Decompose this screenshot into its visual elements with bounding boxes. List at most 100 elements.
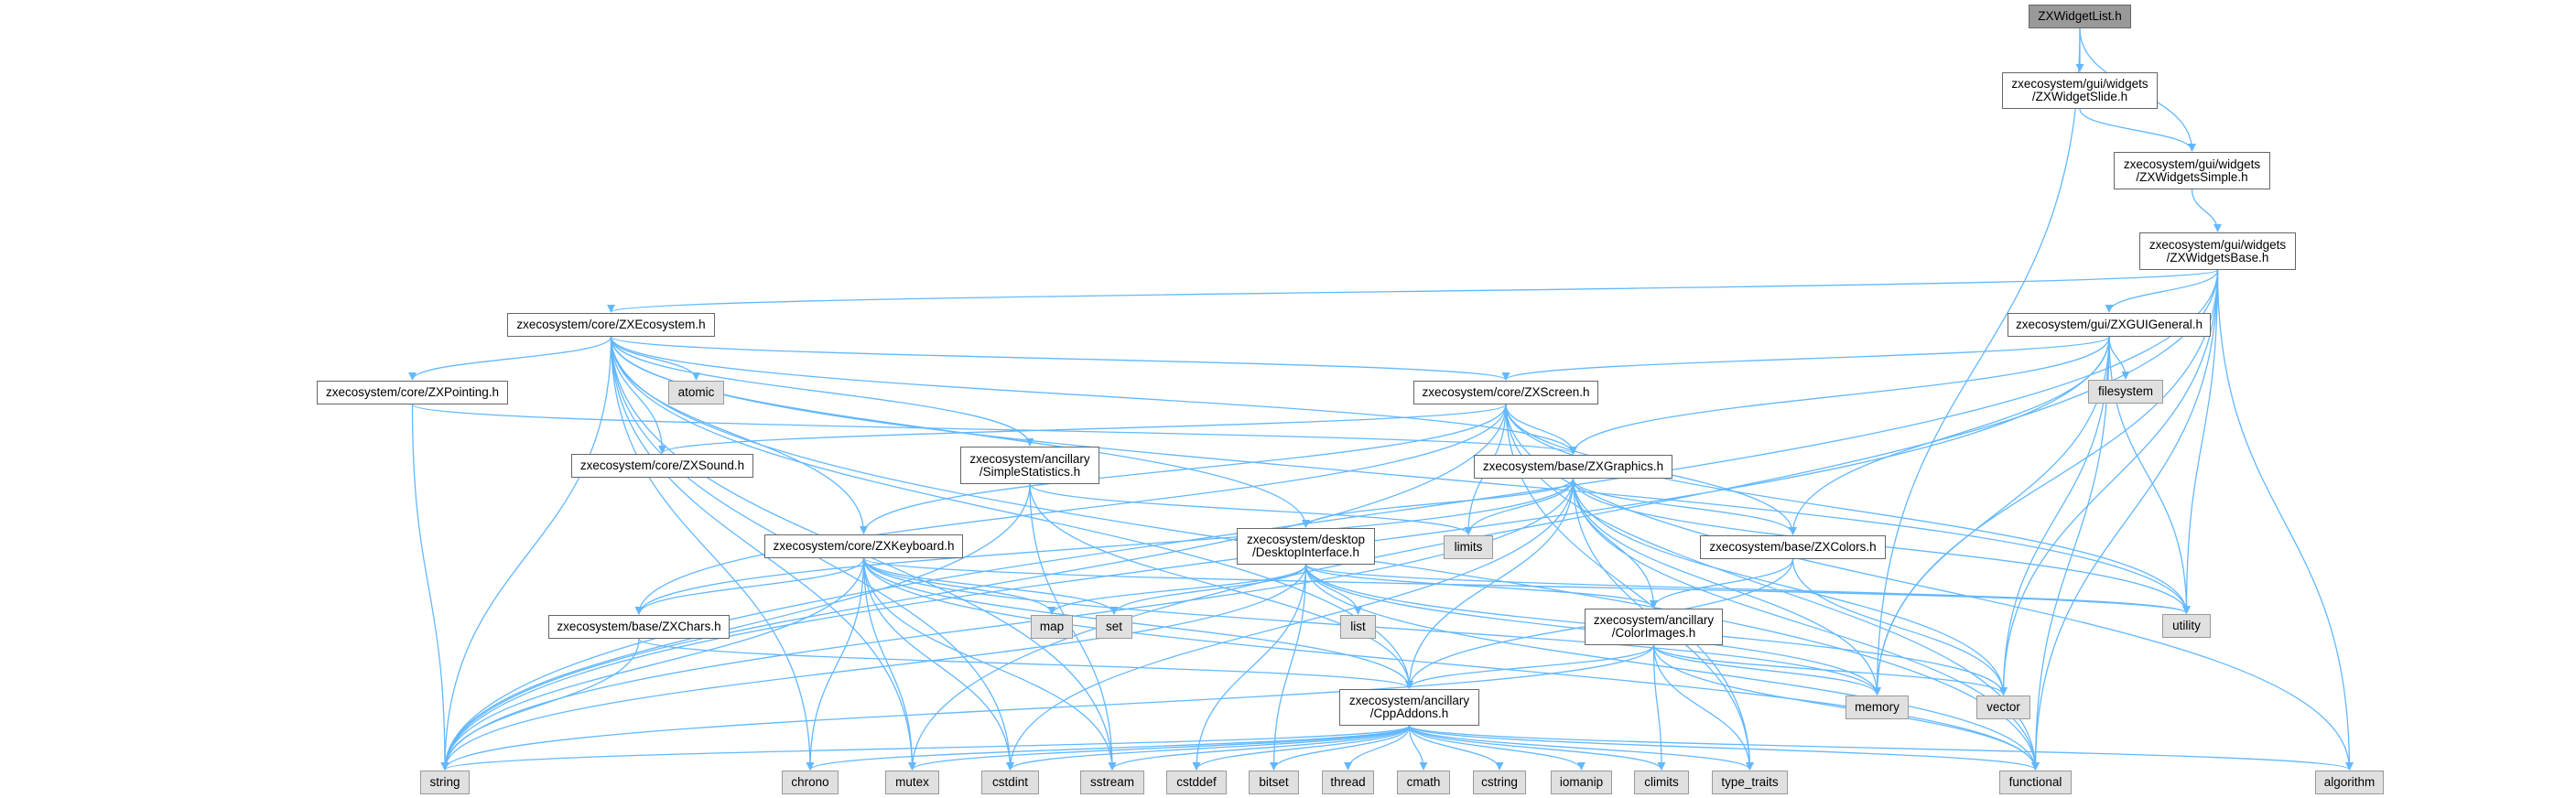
node-desktop[interactable]: zxecosystem/desktop /DesktopInterface.h	[1237, 528, 1375, 565]
node-limits[interactable]: limits	[1444, 535, 1493, 559]
node-bitset[interactable]: bitset	[1249, 771, 1299, 794]
edge-ecosystem-to-string	[440, 336, 612, 771]
edge-keyboard-to-string	[440, 557, 865, 771]
edge-keyboard-to-functional	[862, 557, 2040, 771]
edge-screen-to-graphics	[1505, 404, 1578, 455]
node-vector[interactable]: vector	[1976, 696, 2030, 719]
edge-guigeneral-to-utility	[2108, 336, 2192, 614]
node-string[interactable]: string	[420, 771, 470, 794]
edge-cppaddons-to-cstring	[1408, 725, 1504, 771]
node-guigeneral[interactable]: zxecosystem/gui/ZXGUIGeneral.h	[2008, 313, 2211, 337]
node-chars[interactable]: zxecosystem/base/ZXChars.h	[548, 615, 730, 639]
node-keyboard[interactable]: zxecosystem/core/ZXKeyboard.h	[764, 534, 963, 558]
edge-keyboard-to-sstream	[862, 557, 1117, 771]
edge-simplestats-to-string	[440, 483, 1031, 771]
node-slide[interactable]: zxecosystem/gui/widgets /ZXWidgetSlide.h	[2002, 72, 2158, 109]
edge-colorimages-to-type_traits	[1652, 644, 1755, 771]
node-base[interactable]: zxecosystem/gui/widgets /ZXWidgetsBase.h	[2139, 232, 2296, 270]
edge-guigeneral-to-graphics	[1569, 336, 2110, 455]
edge-cppaddons-to-type_traits	[1408, 725, 1754, 771]
node-filesystem[interactable]: filesystem	[2088, 380, 2163, 404]
edge-ecosystem-to-atomic	[610, 336, 701, 381]
edge-cppaddons-to-climits	[1408, 725, 1666, 771]
node-ecosystem[interactable]: zxecosystem/core/ZXEcosystem.h	[507, 313, 715, 337]
node-utility[interactable]: utility	[2162, 614, 2211, 638]
node-root[interactable]: ZXWidgetList.h	[2029, 5, 2131, 28]
edge-ecosystem-to-simplestats	[610, 336, 1034, 447]
edge-colorimages-to-string	[440, 644, 1655, 771]
edge-desktop-to-colorimages	[1304, 564, 1658, 609]
node-memory[interactable]: memory	[1845, 696, 1909, 719]
edge-pointing-to-graphics	[411, 404, 1577, 455]
edge-desktop-to-functional	[1304, 564, 2040, 771]
edge-keyboard-to-mutex	[862, 557, 917, 771]
node-atomic[interactable]: atomic	[668, 381, 724, 404]
edge-ecosystem-to-keyboard	[610, 336, 869, 534]
edge-base-to-string	[440, 269, 2219, 771]
node-colors[interactable]: zxecosystem/base/ZXColors.h	[1700, 535, 1886, 559]
node-pointing[interactable]: zxecosystem/core/ZXPointing.h	[317, 381, 508, 404]
node-set[interactable]: set	[1096, 615, 1132, 639]
edge-cppaddons-to-mutex	[908, 725, 1411, 771]
node-thread[interactable]: thread	[1322, 771, 1374, 794]
node-graphics[interactable]: zxecosystem/base/ZXGraphics.h	[1474, 455, 1672, 479]
node-colorimages[interactable]: zxecosystem/ancillary /ColorImages.h	[1585, 609, 1723, 645]
node-mutex[interactable]: mutex	[885, 771, 939, 794]
edge-keyboard-to-chrono	[806, 557, 865, 771]
edge-graphics-to-limits	[1464, 478, 1575, 535]
edge-screen-to-keyboard	[860, 404, 1507, 534]
edge-desktop-to-string	[440, 564, 1307, 771]
edge-chars-to-string	[440, 638, 640, 771]
edge-cppaddons-to-chrono	[806, 725, 1411, 771]
node-climits[interactable]: climits	[1634, 771, 1689, 794]
edge-keyboard-to-cstdint	[862, 557, 1015, 771]
edge-desktop-to-list	[1304, 564, 1363, 615]
node-iomanip[interactable]: iomanip	[1551, 771, 1612, 794]
edge-base-to-vector	[1998, 269, 2219, 696]
edge-ecosystem-to-screen	[610, 336, 1510, 381]
edge-colorimages-to-cppaddons	[1405, 644, 1655, 689]
node-simple[interactable]: zxecosystem/gui/widgets /ZXWidgetsSimple…	[2114, 152, 2270, 189]
edge-keyboard-to-set	[862, 557, 1119, 615]
node-algorithm[interactable]: algorithm	[2315, 771, 2384, 794]
node-cstddef[interactable]: cstddef	[1166, 771, 1227, 794]
edge-cppaddons-to-iomanip	[1408, 725, 1586, 771]
edge-cppaddons-to-algorithm	[1408, 725, 2354, 771]
node-functional[interactable]: functional	[1999, 771, 2072, 794]
node-cstring[interactable]: cstring	[1473, 771, 1526, 794]
edge-cppaddons-to-string	[440, 725, 1411, 771]
node-map[interactable]: map	[1031, 615, 1073, 639]
edge-root-to-memory	[1872, 27, 2081, 696]
node-cppaddons[interactable]: zxecosystem/ancillary /CppAddons.h	[1339, 689, 1479, 726]
node-cmath[interactable]: cmath	[1397, 771, 1450, 794]
edge-colors-to-colorimages	[1649, 558, 1794, 609]
edge-base-to-utility	[2181, 269, 2219, 614]
edge-base-to-mutex	[907, 269, 2219, 771]
node-chrono[interactable]: chrono	[782, 771, 839, 794]
node-sound[interactable]: zxecosystem/core/ZXSound.h	[571, 454, 753, 478]
node-screen[interactable]: zxecosystem/core/ZXScreen.h	[1413, 381, 1598, 404]
edge-base-to-algorithm	[2216, 269, 2354, 771]
edge-simplestats-to-cppaddons	[1029, 483, 1414, 689]
edge-cppaddons-to-cstdint	[1006, 725, 1411, 771]
node-type-traits[interactable]: type_traits	[1712, 771, 1788, 794]
edge-simplestats-to-limits	[1029, 483, 1473, 535]
node-cstdint[interactable]: cstdint	[981, 771, 1039, 794]
edge-guigeneral-to-functional	[2030, 336, 2110, 771]
edge-simple-to-base	[2191, 189, 2223, 232]
edge-guigeneral-to-screen	[1501, 336, 2110, 381]
edge-screen-to-sound	[658, 404, 1507, 454]
edge-graphics-to-cstdint	[1005, 478, 1575, 771]
edge-graphics-to-vector	[1572, 478, 2008, 696]
edge-graphics-to-cppaddons	[1404, 478, 1575, 689]
edge-base-to-functional	[2030, 269, 2219, 771]
edge-desktop-to-utility	[1304, 564, 2191, 614]
node-simplestats[interactable]: zxecosystem/ancillary /SimpleStatistics.…	[960, 447, 1099, 484]
edge-graphics-to-desktop	[1302, 478, 1575, 528]
node-list[interactable]: list	[1340, 615, 1376, 639]
edge-desktop-to-map	[1047, 564, 1307, 615]
node-sstream[interactable]: sstream	[1080, 771, 1144, 794]
edge-desktop-to-cstddef	[1192, 564, 1307, 771]
